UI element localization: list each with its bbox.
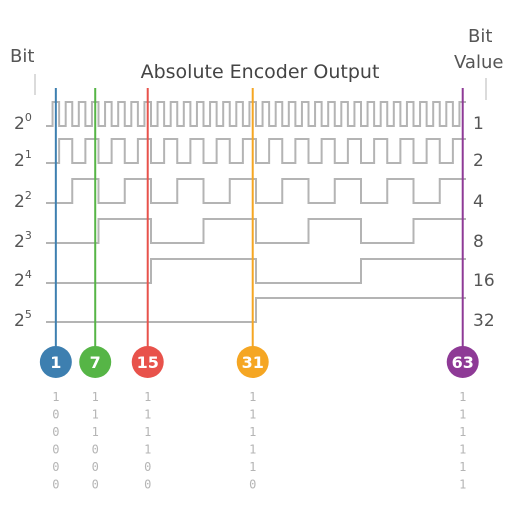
bit-digit: 0	[249, 478, 256, 492]
bit-digit: 1	[52, 390, 59, 404]
waveform-bit-4	[46, 258, 466, 284]
bit-value-0: 1	[473, 114, 484, 134]
marker-circle-1	[39, 346, 72, 378]
bit-digit: 0	[92, 478, 99, 492]
bit-label-5: 25	[14, 308, 32, 331]
marker-circle-7	[79, 346, 112, 378]
marker-label-1: 1	[50, 353, 61, 372]
waveform-bit-2	[46, 178, 466, 204]
marker-circle-63	[446, 346, 479, 378]
bit-digit: 1	[249, 443, 256, 457]
bit-digit: 1	[92, 390, 99, 404]
waveform-bit-0	[46, 101, 466, 127]
bit-digit: 1	[249, 408, 256, 422]
diagram-title: Absolute Encoder Output	[141, 61, 380, 83]
bit-digit: 1	[249, 425, 256, 439]
marker-circles: 1 7 15 31 63	[39, 346, 479, 378]
waveform-bit-3	[46, 218, 466, 244]
bit-value-4: 16	[473, 271, 495, 291]
bit-label-1: 21	[14, 148, 32, 171]
bit-digit: 0	[92, 443, 99, 457]
waveform-bit-5	[46, 297, 466, 323]
bit-digit: 1	[144, 443, 151, 457]
bit-digit: 0	[52, 478, 59, 492]
bit-digit: 1	[459, 443, 466, 457]
bit-columns: 1 0 0 0 0 0 1 1 1 0 0 0 1 1 1 1 0 0 1 1 1 1 1 0 1 1 1 1 1 1	[52, 390, 466, 492]
waveforms	[46, 101, 466, 323]
bit-digit: 0	[52, 408, 59, 422]
bit-digit: 0	[52, 443, 59, 457]
bit-label-3: 23	[14, 229, 32, 252]
bit-label-2: 22	[14, 189, 32, 212]
bit-digit: 1	[92, 408, 99, 422]
bit-digit: 1	[144, 390, 151, 404]
bit-value-1: 2	[473, 151, 484, 171]
bit-digit: 0	[52, 425, 59, 439]
bit-digit: 0	[92, 460, 99, 474]
bit-digit: 1	[459, 408, 466, 422]
bit-digit: 1	[249, 460, 256, 474]
bit-value-3: 8	[473, 232, 484, 252]
bit-label-4: 24	[14, 268, 32, 291]
bit-digit: 0	[144, 460, 151, 474]
marker-circle-15	[131, 346, 164, 378]
right-header-line2: Value	[454, 52, 503, 73]
right-header-line1: Bit	[468, 26, 492, 47]
marker-label-15: 15	[137, 353, 159, 372]
bit-digit: 1	[459, 390, 466, 404]
marker-label-7: 7	[90, 353, 101, 372]
waveform-bit-1	[46, 138, 466, 164]
bit-digit: 0	[144, 478, 151, 492]
bit-digit: 1	[144, 425, 151, 439]
marker-lines	[54, 88, 464, 348]
left-header: Bit	[10, 46, 34, 67]
bit-label-0: 20	[14, 111, 32, 134]
bit-digit: 1	[459, 478, 466, 492]
bit-digit: 1	[144, 408, 151, 422]
marker-label-63: 63	[452, 353, 474, 372]
bit-digit: 1	[459, 425, 466, 439]
marker-label-31: 31	[242, 353, 264, 372]
marker-circle-31	[236, 346, 269, 378]
bit-digit: 1	[92, 425, 99, 439]
bit-digit: 0	[52, 460, 59, 474]
bit-value-2: 4	[473, 192, 484, 212]
bit-digit: 1	[459, 460, 466, 474]
bit-value-5: 32	[473, 311, 495, 331]
bit-digit: 1	[249, 390, 256, 404]
